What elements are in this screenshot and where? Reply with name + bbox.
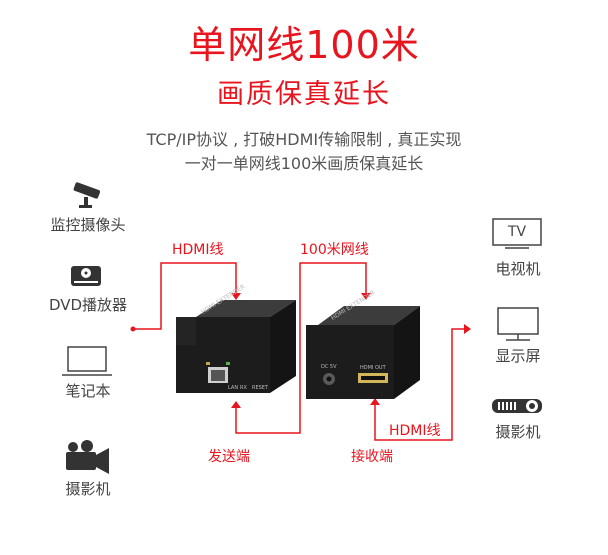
arrow-head-2	[361, 293, 371, 300]
sender-port-rx: RX	[240, 385, 247, 391]
output-label-tv: 电视机	[495, 260, 541, 278]
arrow-head-1	[231, 293, 241, 300]
page-subtitle: 画质保真延长	[217, 79, 391, 110]
video-camera-icon	[66, 440, 109, 474]
monitor-icon	[497, 307, 539, 341]
source-label-laptop: 笔记本	[65, 382, 111, 400]
description-line-1: TCP/IP协议 , 打破HDMI传输限制 , 真正实现	[146, 130, 462, 149]
output-label-monitor: 显示屏	[495, 347, 541, 365]
connection-lines	[133, 262, 466, 441]
source-connection-dot	[130, 326, 136, 332]
arrow-heads	[231, 293, 471, 408]
sender-label: 发送端	[208, 449, 250, 465]
receiver-device	[306, 306, 420, 399]
hdmi-output-line	[374, 328, 466, 441]
laptop-icon	[62, 346, 112, 376]
arrow-head-5	[464, 324, 471, 334]
network-cable-label: 100米网线	[300, 242, 369, 258]
arrow-head-4	[370, 398, 380, 405]
tv-icon	[492, 218, 542, 249]
network-line	[235, 262, 367, 434]
sender-port-reset: RESET	[252, 385, 269, 391]
receiver-port-dc: DC 5V	[321, 364, 337, 370]
receiver-port-hdmi-out: HDMI OUT	[360, 365, 386, 371]
source-label-camera: 摄影机	[65, 480, 111, 498]
description-line-2: 一对一单网线100米画质保真延长	[184, 154, 424, 173]
hdmi-input-line	[133, 262, 237, 330]
output-label-projector: 摄影机	[495, 423, 541, 441]
hdmi-input-label: HDMI线	[172, 242, 224, 258]
arrow-head-3	[231, 401, 241, 408]
sender-port-lan: LAN	[228, 385, 239, 391]
source-label-dvd: DVD播放器	[48, 296, 128, 314]
hdmi-output-label: HDMI线	[389, 423, 441, 439]
receiver-label: 接收端	[351, 449, 393, 465]
sender-device	[176, 300, 296, 393]
source-label-cctv: 监控摄像头	[50, 216, 126, 234]
cctv-camera-icon	[73, 182, 101, 208]
dvd-player-icon	[71, 266, 101, 286]
projector-icon	[492, 399, 542, 413]
tv-icon-text: TV	[507, 224, 527, 240]
page-title: 单网线100米	[188, 23, 420, 67]
